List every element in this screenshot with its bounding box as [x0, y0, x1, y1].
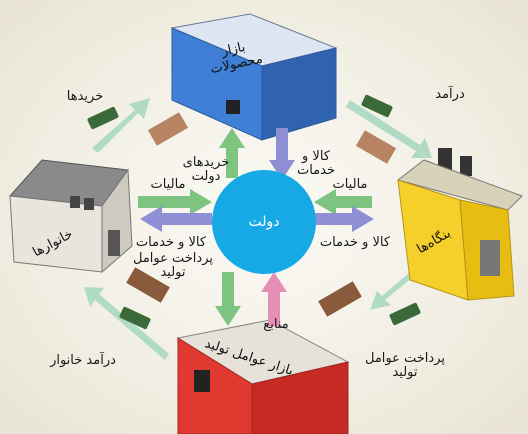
arrow-resources	[261, 272, 287, 326]
factors-market-door	[194, 370, 210, 392]
arrow-taxes-left	[138, 189, 212, 215]
factor-payments-firms-label: پرداخت عوامل تولید	[360, 352, 450, 380]
money-icon	[389, 302, 421, 326]
gov-purchases-line2: دولت	[191, 169, 221, 184]
goods-services-top-label: کالا و خدمات	[288, 150, 344, 178]
factors-market-building	[176, 319, 350, 434]
firms-building	[396, 148, 523, 301]
income-label: درآمد	[435, 87, 465, 102]
outer-arrow-top-left	[92, 98, 150, 153]
firms-chimney	[460, 156, 472, 176]
truck-icon	[126, 267, 170, 303]
firms-roof	[396, 159, 523, 211]
products-market-building	[170, 13, 338, 141]
purchases-label: خریدها	[66, 89, 104, 104]
factors-market-side	[251, 361, 349, 434]
factor-payments-firms-line2: تولید	[392, 365, 418, 380]
goods-services-top-line1: کالا و	[302, 149, 330, 164]
taxes-right-label: مالیات	[332, 177, 368, 192]
household-income-label: درآمد خانوار	[50, 353, 116, 368]
money-icon	[87, 106, 119, 130]
gov-purchases-line1: خریدهای	[182, 155, 230, 170]
gov-purchases-label: خریدهای دولت	[178, 156, 234, 184]
truck-icon	[318, 281, 362, 317]
arrow-factor-payments-gov	[215, 272, 241, 326]
households-door	[108, 230, 120, 256]
goods-services-right-label: کالا و خدمات	[319, 235, 391, 250]
households-window	[84, 198, 94, 210]
arrow-gov-purchases	[219, 128, 245, 178]
households-building	[8, 159, 133, 274]
money-icons	[87, 94, 421, 330]
truck-icons	[126, 112, 397, 317]
taxes-left-label: مالیات	[150, 177, 186, 192]
arrow-taxes-right	[314, 189, 372, 215]
products-market-door	[226, 100, 240, 114]
government-circle	[212, 170, 316, 274]
factor-payments-gov-line1: پرداخت عوامل	[132, 251, 214, 266]
money-icon	[361, 94, 393, 118]
goods-services-top-line2: خدمات	[296, 163, 336, 178]
central-flow-arrows	[138, 128, 374, 326]
households-window	[70, 196, 80, 208]
outer-arrow-bottom-left	[84, 287, 169, 360]
factor-payments-gov-label: پرداخت عوامل تولید	[128, 252, 218, 280]
outer-arrow-top-right	[346, 100, 432, 158]
resources-label: منابع	[263, 317, 289, 332]
truck-icon	[147, 112, 189, 146]
government-label: دولت	[248, 214, 280, 230]
factor-payments-firms-line1: پرداخت عوامل	[364, 351, 446, 366]
products-market-side	[261, 47, 337, 141]
factors-market-front	[177, 337, 253, 434]
arrow-goods-services-top	[269, 128, 295, 180]
money-icon	[119, 306, 151, 330]
arrow-goods-services-left	[140, 206, 212, 232]
goods-services-left-label: کالا و خدمات	[135, 235, 207, 250]
factor-payments-gov-line2: تولید	[160, 265, 186, 280]
firms-door	[480, 240, 500, 276]
truck-icon	[355, 130, 397, 164]
arrow-goods-services-right	[314, 206, 374, 232]
